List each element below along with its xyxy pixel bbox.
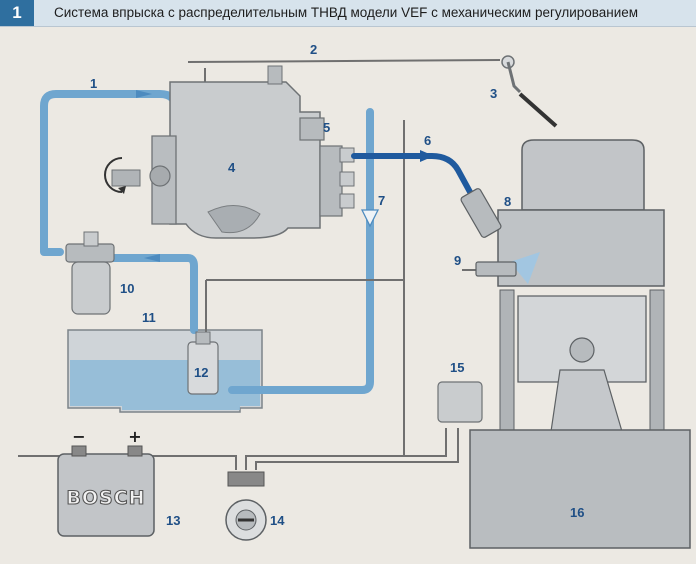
label-15: 15 [450, 360, 464, 375]
label-6: 6 [424, 133, 431, 148]
injection-pump [149, 65, 355, 239]
battery-plus: + [128, 427, 141, 446]
label-3: 3 [490, 86, 497, 101]
flow-arrows [136, 90, 380, 262]
label-16: 16 [570, 505, 584, 520]
drive-shaft [104, 157, 141, 194]
battery-brand: BOSCH [66, 487, 145, 509]
flow-arrow-injector [420, 150, 434, 162]
battery-minus: − [72, 427, 85, 446]
label-7: 7 [378, 193, 385, 208]
wiring [18, 59, 501, 470]
label-11: 11 [142, 310, 156, 325]
label-8: 8 [504, 194, 511, 209]
label-9: 9 [454, 253, 461, 268]
figure-title: Система впрыска с распределительным ТНВД… [54, 5, 639, 20]
glow-relay [437, 381, 483, 423]
label-10: 10 [120, 281, 134, 296]
component-labels: 1 2 3 4 5 6 7 8 9 10 11 12 13 14 15 16 [90, 42, 584, 528]
figure-number: 1 [0, 0, 34, 26]
label-4: 4 [228, 160, 236, 175]
tank-sender-unit [187, 331, 219, 395]
label-2: 2 [310, 42, 317, 57]
label-5: 5 [323, 120, 330, 135]
glow-plug [475, 261, 517, 277]
label-12: 12 [194, 365, 208, 380]
fuel-filter [65, 231, 115, 315]
figure-title-bar: 1 Система впрыска с распределительным ТН… [0, 0, 696, 27]
label-14: 14 [270, 513, 285, 528]
fuel-tank [67, 329, 263, 413]
label-1: 1 [90, 76, 97, 91]
label-13: 13 [166, 513, 180, 528]
battery: BOSCH − + [57, 427, 155, 537]
accelerator-pedal [501, 55, 558, 128]
ignition-switch [225, 471, 267, 541]
engine-cylinder [469, 139, 691, 549]
injector-nozzle [460, 188, 540, 284]
